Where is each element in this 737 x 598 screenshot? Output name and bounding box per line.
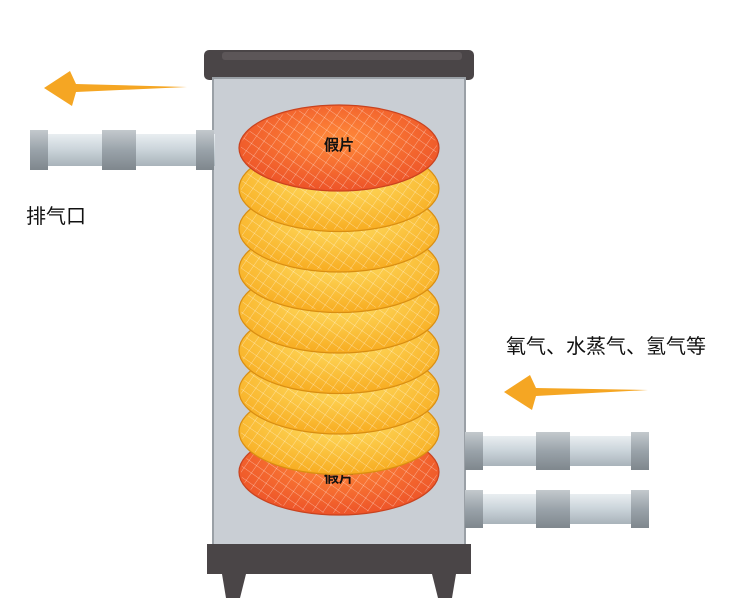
pipe-joint (30, 130, 48, 170)
inlet-pipe-lower (465, 490, 649, 528)
pipe-joint (631, 490, 649, 528)
exhaust-arrow-icon (44, 71, 187, 106)
pipe-joint (631, 432, 649, 470)
pipe-joint (465, 432, 483, 470)
pipe-joint (465, 490, 483, 528)
dummy-wafer-label: 假片 (324, 136, 354, 154)
gas-inlet-arrow-icon (504, 375, 648, 410)
furnace-base (207, 544, 471, 574)
pipe-joint (536, 490, 570, 528)
gas-inlet-label: 氧气、水蒸气、氢气等 (506, 334, 706, 358)
pipe-joint (536, 432, 570, 470)
furnace-leg-right (432, 574, 456, 598)
inlet-pipe-upper (465, 432, 649, 470)
furnace-leg-left (222, 574, 246, 598)
exhaust-port-label: 排气口 (26, 204, 86, 228)
exhaust-pipe (30, 130, 215, 170)
pipe-joint (102, 130, 136, 170)
furnace-top-cap-highlight (222, 52, 462, 60)
wafer-mesh-texture (241, 107, 437, 189)
pipe-joint (196, 130, 214, 170)
